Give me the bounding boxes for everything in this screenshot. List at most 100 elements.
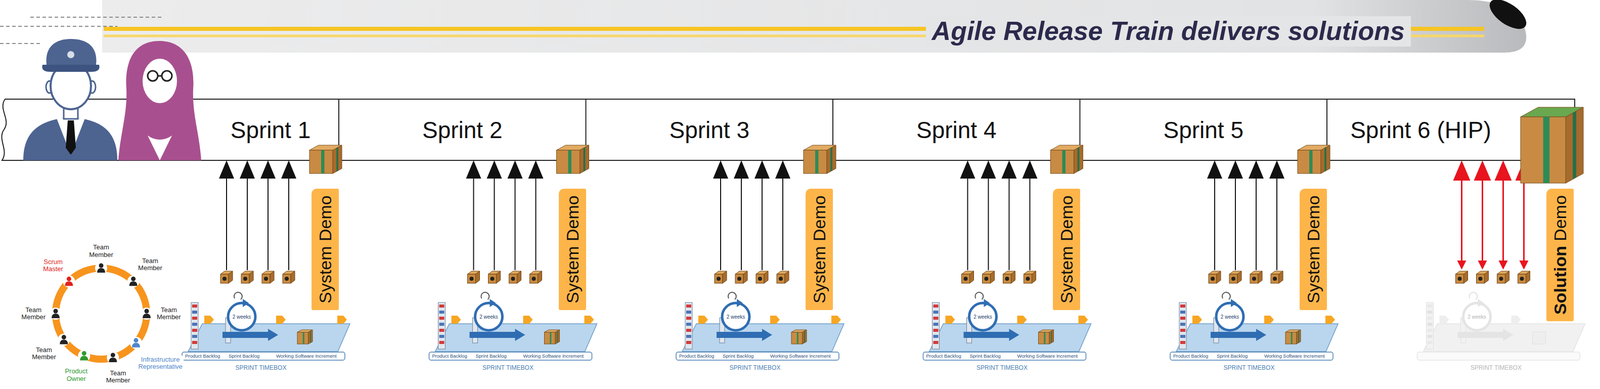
arrow-head [260,160,276,179]
duration-label: 2 weeks [479,314,499,320]
cube-dot [531,276,537,281]
loop-head [242,298,249,307]
cube-dot [469,276,474,281]
backlog-item [686,310,692,314]
cube-dot [1499,276,1504,281]
box-front [1297,150,1321,174]
backlog-item [1180,310,1186,314]
cube-dot [1252,276,1257,281]
cube-front [1518,274,1527,284]
tie [65,120,76,155]
increment-box [791,329,807,344]
backlog-item [933,304,939,308]
flow-chevron [698,315,708,324]
cube-front [1250,274,1259,284]
feature-cube [1024,271,1037,284]
icon-halo [95,261,108,275]
flow-arrow [469,328,526,341]
backlog-item [1180,328,1186,332]
box-tape [309,330,311,343]
glasses [161,70,172,81]
sprint-name: Sprint 1 [230,116,311,144]
arrow-head [754,160,770,179]
backlog-item [192,304,198,308]
daily-loop [1222,292,1231,300]
backlog-item [439,334,445,338]
title: Agile Release Train delivers solutions [925,16,1411,47]
cube-front [282,274,291,284]
backlog-item [1180,334,1186,338]
cube-side [1032,271,1037,284]
increment-label: Working Software Increment [276,353,337,359]
flow-chevron [451,315,462,324]
arrow-head [1519,260,1529,270]
increment-box [1038,329,1054,344]
dashed-line [0,25,118,27]
box-side [555,329,560,344]
backlog-item [1180,304,1186,308]
iteration-loop [1216,302,1244,331]
feature-cube [1497,271,1510,284]
cube-side [228,271,233,284]
backlog-item [686,340,692,344]
feature-arrow [740,176,742,271]
cube-front [776,274,785,284]
icon-halo [77,349,91,362]
role-label: Team Member [137,256,164,273]
shirt [56,118,85,155]
cube-side [517,271,522,284]
arrow-head [239,160,255,179]
increment-package [1050,145,1084,174]
feature-cube [1250,271,1263,284]
demo-label: System Demo [563,195,582,304]
box-tape [1291,332,1293,344]
feature-arrow [1234,176,1236,271]
box-tape [321,150,325,174]
sprint-cell: Sprint 5 [1080,101,1328,159]
cube-front [1497,274,1506,284]
box-tape [549,332,552,344]
cube-front [1476,274,1485,284]
increment-label: Working Software Increment [1017,353,1079,359]
backlog-item [1427,328,1433,332]
box-tape [1309,150,1313,174]
timebox-platform [1176,323,1339,352]
flow-chevron [770,315,780,324]
backlog-item [1427,340,1433,344]
timebox-strip [429,351,593,361]
cube-side [743,271,748,284]
cube-front [1024,274,1033,284]
cube-dot [1272,276,1277,281]
icon-halo [129,336,143,349]
feature-arrow [1460,179,1463,262]
demo-label: System Demo [1057,195,1076,304]
arrow-head [713,160,729,179]
box-tape [830,147,833,172]
feature-arrow [782,176,784,271]
duration-label: 2 weeks [1467,314,1487,320]
feature-arrow [1523,179,1525,262]
feature-cube [961,271,974,284]
demo-label: Solution Demo [1551,195,1569,315]
backlog-label: Product Backlog [679,353,715,359]
cube-side [290,271,295,284]
icon-body [108,357,117,363]
flow-chevron [584,315,595,324]
cube-front [982,274,991,284]
feature-arrow [267,176,269,271]
icon-head [53,308,59,314]
team-member-icon [140,307,153,320]
backlog-label: Product Backlog [185,353,220,359]
box-tape [583,147,586,172]
feature-arrow [226,176,228,271]
cube-side [1011,271,1016,284]
sprint-name: Sprint 3 [669,116,750,144]
increment-box [297,329,313,344]
system-demo-box: System Demo [1052,188,1081,310]
iteration-loop [475,302,503,331]
icon-head [99,263,104,269]
cube-side [990,271,995,284]
iteration-loop [228,302,256,331]
team-member-icon [62,275,75,288]
backlog-item [1180,322,1186,326]
